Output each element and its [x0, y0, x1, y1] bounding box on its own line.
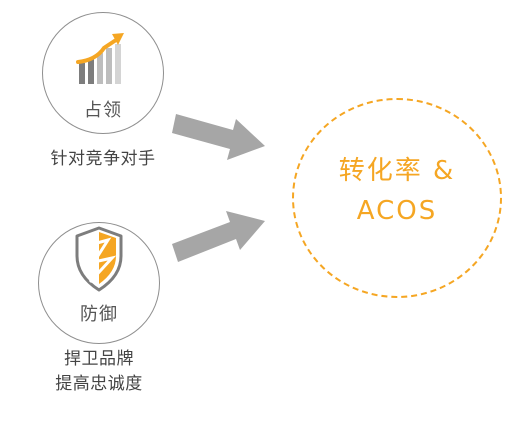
bottom-node-label: 防御: [80, 304, 118, 325]
target-line2: ACOS: [356, 196, 438, 226]
top-arrow: [172, 114, 265, 160]
bottom-arrow: [172, 211, 265, 262]
top-node-caption: 针对竞争对手: [50, 149, 156, 169]
target-circle: [292, 98, 502, 298]
bottom-node-caption-line1: 捍卫品牌: [64, 349, 134, 369]
top-node-label: 占领: [84, 100, 122, 121]
bottom-node-caption-line2: 提高忠诚度: [55, 374, 143, 394]
target-line1: 转化率 &: [338, 156, 456, 186]
